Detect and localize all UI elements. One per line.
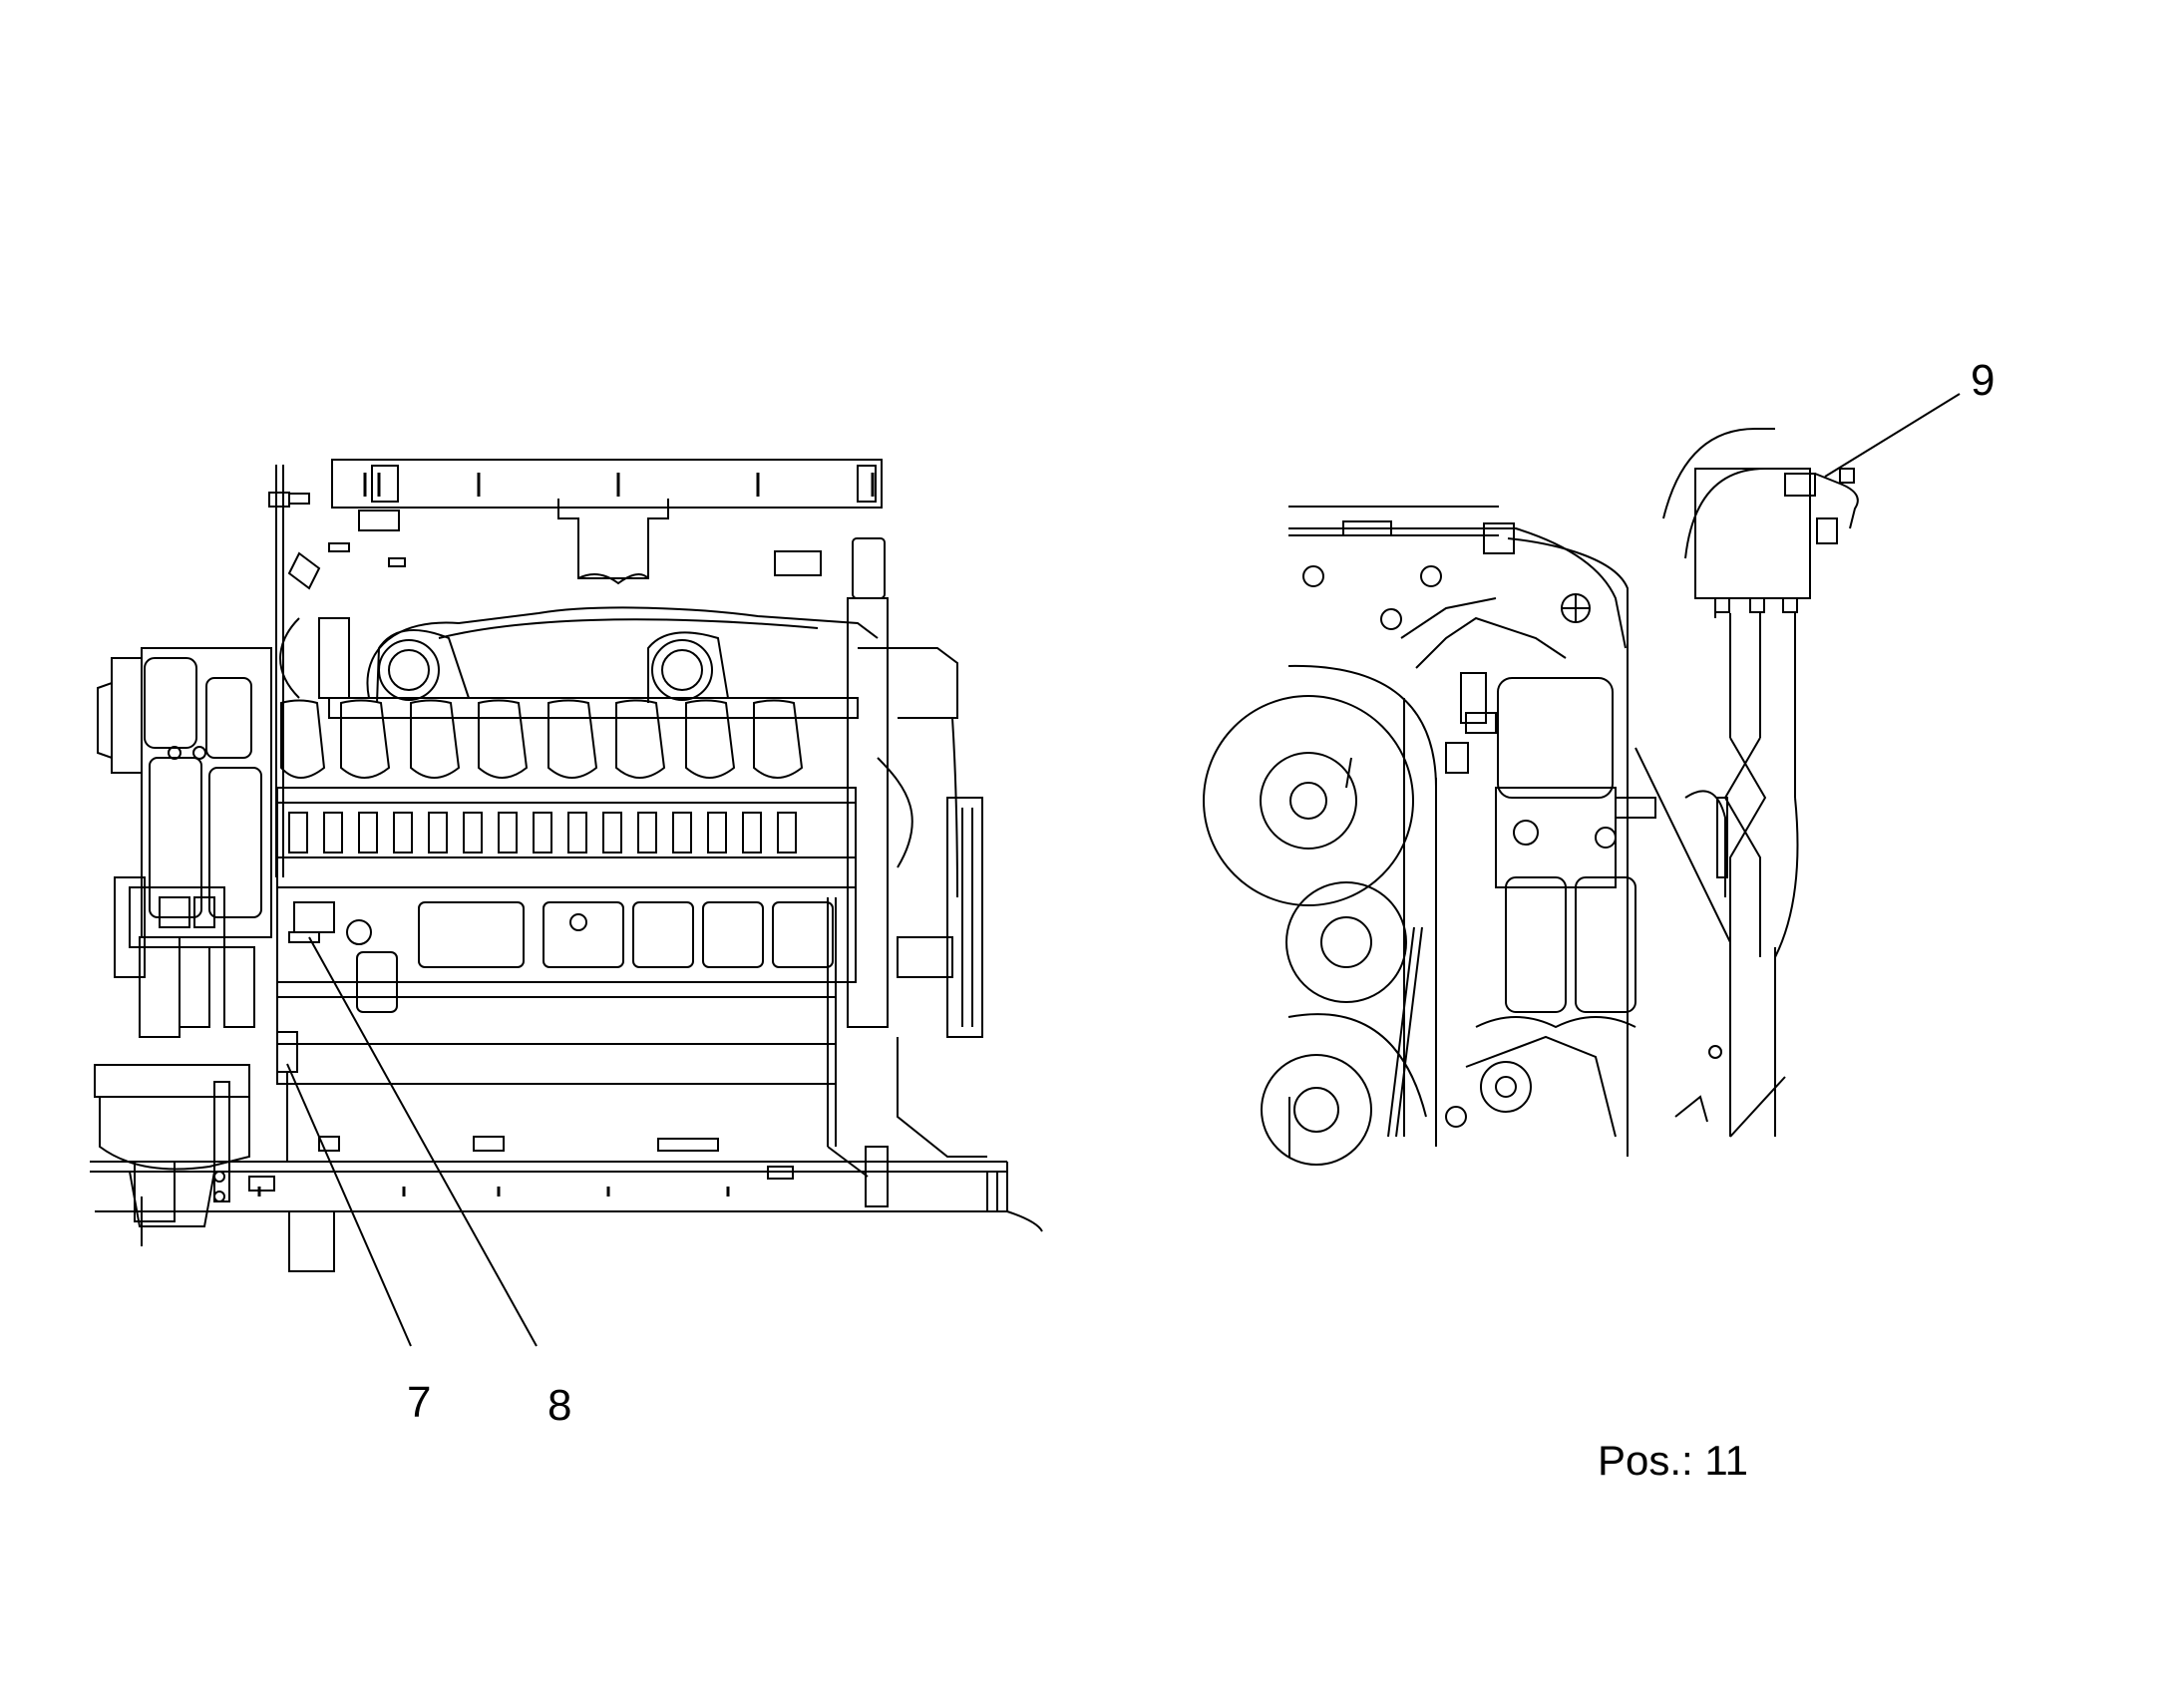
callout-8: 8 [547, 1381, 572, 1430]
leader-line-9 [1825, 394, 1960, 477]
component-8-sensor [289, 932, 319, 942]
position-label-text: Pos.: [1598, 1437, 1693, 1484]
cylinder-ports [289, 813, 796, 853]
leader-lines-left [287, 937, 537, 1346]
engine-side-view [90, 460, 1042, 1271]
callout-7: 7 [407, 1378, 432, 1427]
engine-end-view [1204, 429, 1858, 1165]
callout-9: 9 [1971, 356, 1996, 405]
cylinder-heads [281, 701, 802, 779]
position-value: 11 [1704, 1437, 1748, 1484]
position-label: Pos.: 11 [1598, 1440, 1748, 1482]
